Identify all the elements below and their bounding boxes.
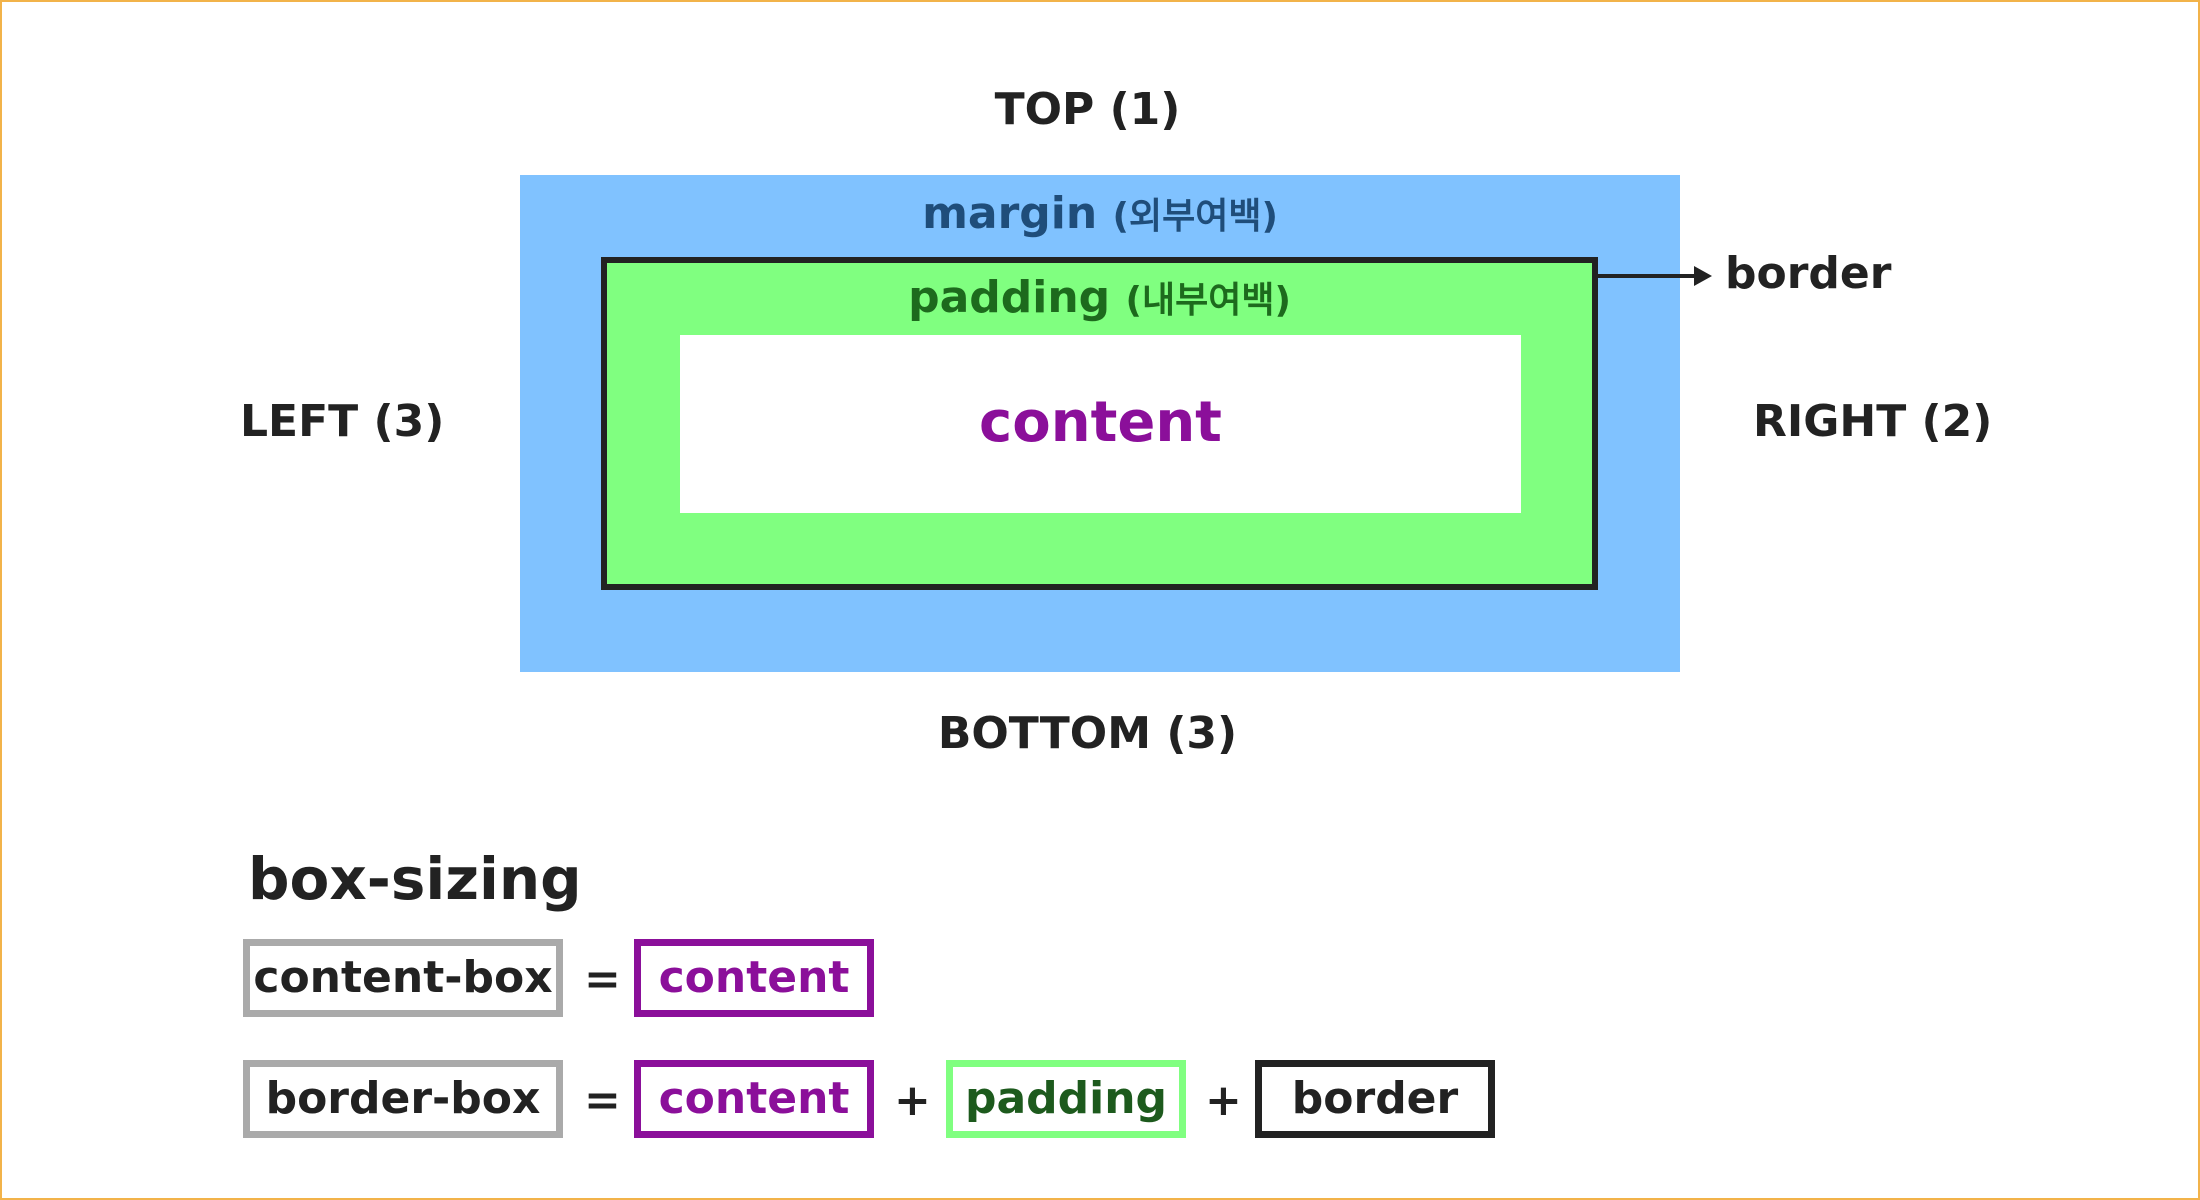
- content-chip: content: [634, 939, 874, 1017]
- equals-sign: =: [584, 1075, 621, 1126]
- equals-sign: =: [584, 954, 621, 1005]
- plus-sign: +: [1205, 1075, 1242, 1126]
- border-callout-label: border: [1725, 248, 1892, 299]
- margin-subtitle: (외부여백): [1112, 196, 1278, 237]
- padding-title-text: padding: [908, 272, 1111, 323]
- content-title: content: [979, 390, 1222, 455]
- bottom-label: BOTTOM (3): [937, 708, 1238, 759]
- border-chip: border: [1255, 1060, 1495, 1138]
- left-label: LEFT (3): [240, 396, 445, 447]
- content-chip: content: [634, 1060, 874, 1138]
- content-area: [680, 335, 1521, 513]
- padding-subtitle: (내부여백): [1125, 280, 1291, 321]
- box-sizing-heading: box-sizing: [248, 845, 582, 913]
- top-label: TOP (1): [994, 84, 1181, 135]
- plus-sign: +: [894, 1075, 931, 1126]
- content-box-chip: content-box: [243, 939, 563, 1017]
- margin-title-text: margin: [922, 188, 1098, 239]
- border-box-chip: border-box: [243, 1060, 563, 1138]
- padding-title: padding (내부여백): [601, 276, 1598, 320]
- margin-title: margin (외부여백): [520, 192, 1680, 236]
- right-label: RIGHT (2): [1753, 396, 1993, 447]
- padding-chip: padding: [946, 1060, 1186, 1138]
- border-arrow-icon: [1598, 266, 1712, 286]
